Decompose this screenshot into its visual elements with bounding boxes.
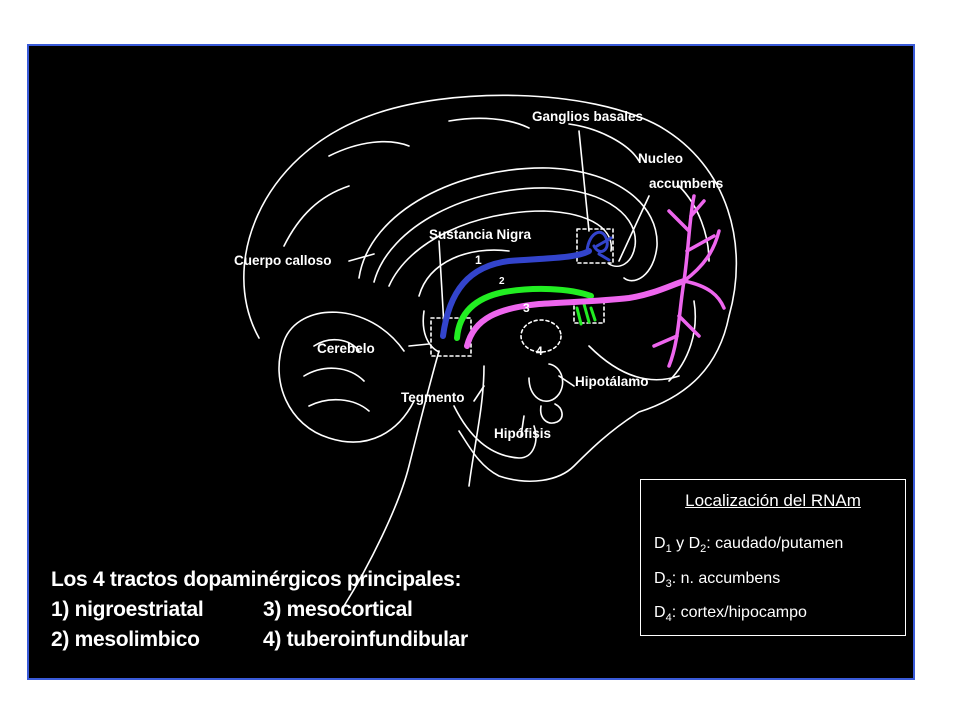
label-cerebellum: Cerebelo: [317, 341, 375, 356]
tract-item-4: 4) tuberoinfundibular: [263, 628, 468, 651]
tract-number-3: 3: [523, 301, 530, 315]
label-pituitary: Hipófisis: [494, 426, 552, 441]
hypothalamus-outline: [528, 363, 564, 402]
brainstem: [343, 350, 485, 607]
cortex-branches: [652, 194, 726, 368]
slide-panel: Ganglios basales Nucleo accumbens Sustan…: [27, 44, 915, 680]
mrna-legend: Localización del RNAm D1 y D2: caudado/p…: [640, 479, 906, 636]
tract-item-3: 3) mesocortical: [263, 598, 413, 621]
pituitary: [539, 403, 563, 424]
tract-mesocortical: [464, 278, 687, 349]
label-substantia-nigra: Sustancia Nigra: [429, 227, 532, 242]
caudate-putamen-marks: [585, 230, 613, 262]
brain-outline: [243, 94, 738, 482]
legend-row-d4: D4: cortex/hipocampo: [654, 604, 807, 625]
label-nucleus: Nucleo: [638, 151, 684, 166]
nigra-region: [430, 317, 472, 357]
tract-number-1: 1: [475, 253, 482, 267]
dopamine-tracts-summary: Los 4 tractos dopaminérgicos principales…: [51, 565, 468, 655]
tracts-heading: Los 4 tractos dopaminérgicos principales…: [51, 568, 462, 591]
basal-ganglia-region: [576, 228, 614, 264]
label-corpus-callosum: Cuerpo calloso: [234, 253, 332, 268]
tract-item-1: 1) nigroestriatal: [51, 598, 204, 621]
label-basal-ganglia: Ganglios basales: [532, 109, 644, 124]
tract-mesolimbic: [454, 285, 594, 341]
legend-row-d1-d2: D1 y D2: caudado/putamen: [654, 535, 844, 556]
tract-item-2: 2) mesolimbico: [51, 628, 200, 651]
hypothalamus-region: [520, 319, 562, 353]
tract-number-4: 4: [536, 344, 543, 358]
brain-gyri: [283, 117, 710, 382]
legend-title: Localización del RNAm: [685, 491, 861, 510]
label-tegmentum: Tegmento: [401, 390, 465, 405]
tract-nigrostriatal: [440, 248, 592, 339]
legend-row-d3: D3: n. accumbens: [654, 570, 781, 591]
cerebellum: [278, 311, 415, 443]
label-hypothalamus: Hipotálamo: [575, 374, 649, 389]
corpus-callosum: [358, 167, 658, 282]
label-accumbens: accumbens: [649, 176, 724, 191]
accumbens-marks: [575, 302, 597, 326]
label-pointers: [348, 130, 650, 437]
brain-diagram: [243, 94, 738, 607]
tract-number-2: 2: [499, 276, 505, 287]
